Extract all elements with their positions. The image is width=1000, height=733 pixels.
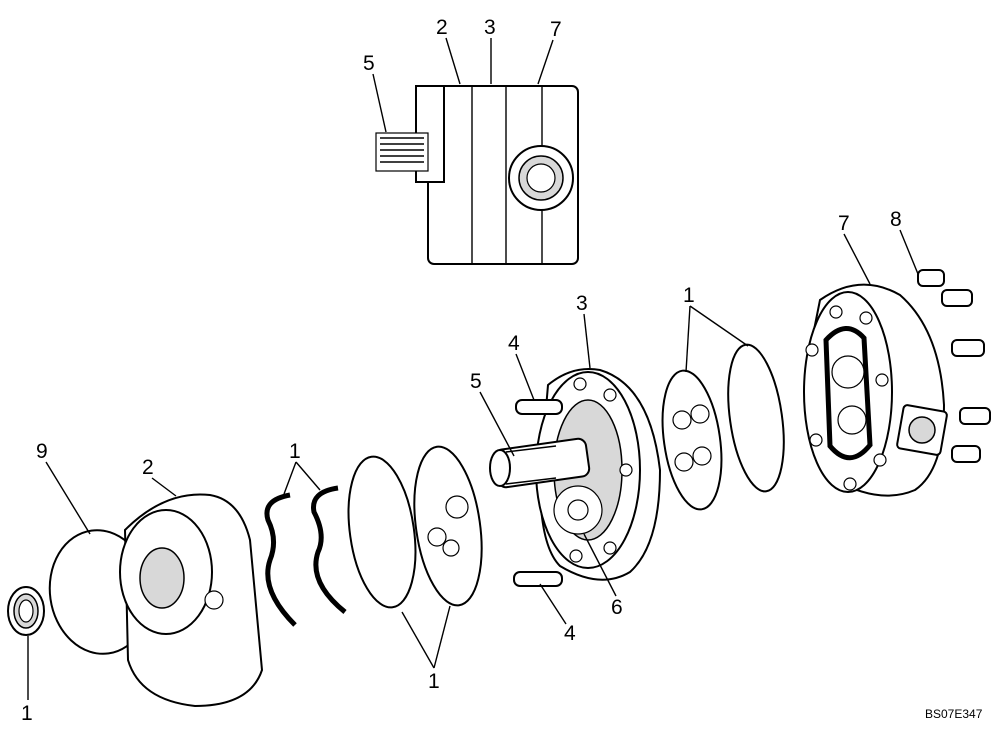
- assembled-shaft-splines: [380, 137, 424, 163]
- seal-part: [7, 586, 45, 636]
- drawing-code: BS07E347: [925, 707, 983, 721]
- cover-bolts: [917, 269, 991, 463]
- gear-body-bolt-holes: [543, 377, 633, 563]
- callout-pin-bottom: 4: [564, 622, 576, 645]
- callout-gear-body: 3: [576, 292, 588, 315]
- callout-assembled-cover: 7: [550, 18, 562, 41]
- left-oval-seal: [347, 455, 417, 609]
- callout-rear-cover: 7: [838, 212, 850, 235]
- drive-shaft-part: [489, 437, 591, 489]
- callout-assembled-flange: 2: [436, 16, 448, 39]
- callout-left-plate-seals: 1: [428, 670, 440, 693]
- gear-part: [553, 485, 603, 535]
- callout-seal: 1: [21, 702, 33, 725]
- callout-o-ring: 9: [36, 440, 48, 463]
- cover-bolt-heads: [805, 305, 889, 491]
- assembled-pump: [375, 85, 579, 265]
- left-wear-plate: [413, 445, 483, 607]
- rear-cover-part: [803, 269, 991, 497]
- callout-shaft: 5: [470, 370, 482, 393]
- front-flange-part: [119, 493, 264, 708]
- callout-assembled-seal: 5: [363, 52, 375, 75]
- assembled-shaft: [375, 132, 429, 172]
- pin-bottom-part: [513, 571, 563, 587]
- callout-labels: 5 2 3 7 1 9 2 1 1 4 5 3 6 4 1 7 8: [21, 16, 902, 725]
- left-seals-part: [264, 485, 347, 627]
- callout-right-seals: 1: [683, 284, 695, 307]
- callout-gear: 6: [611, 596, 623, 619]
- callout-front-flange: 2: [142, 456, 154, 479]
- callout-assembled-body: 3: [484, 16, 496, 39]
- pin-top-part: [515, 399, 563, 415]
- right-wear-plate: [661, 369, 723, 511]
- right-oval-seal: [727, 343, 785, 493]
- callout-left-seals: 1: [289, 440, 301, 463]
- callout-pin-top: 4: [508, 332, 520, 355]
- callout-bolts: 8: [890, 208, 902, 231]
- leader-lines: [27, 37, 919, 700]
